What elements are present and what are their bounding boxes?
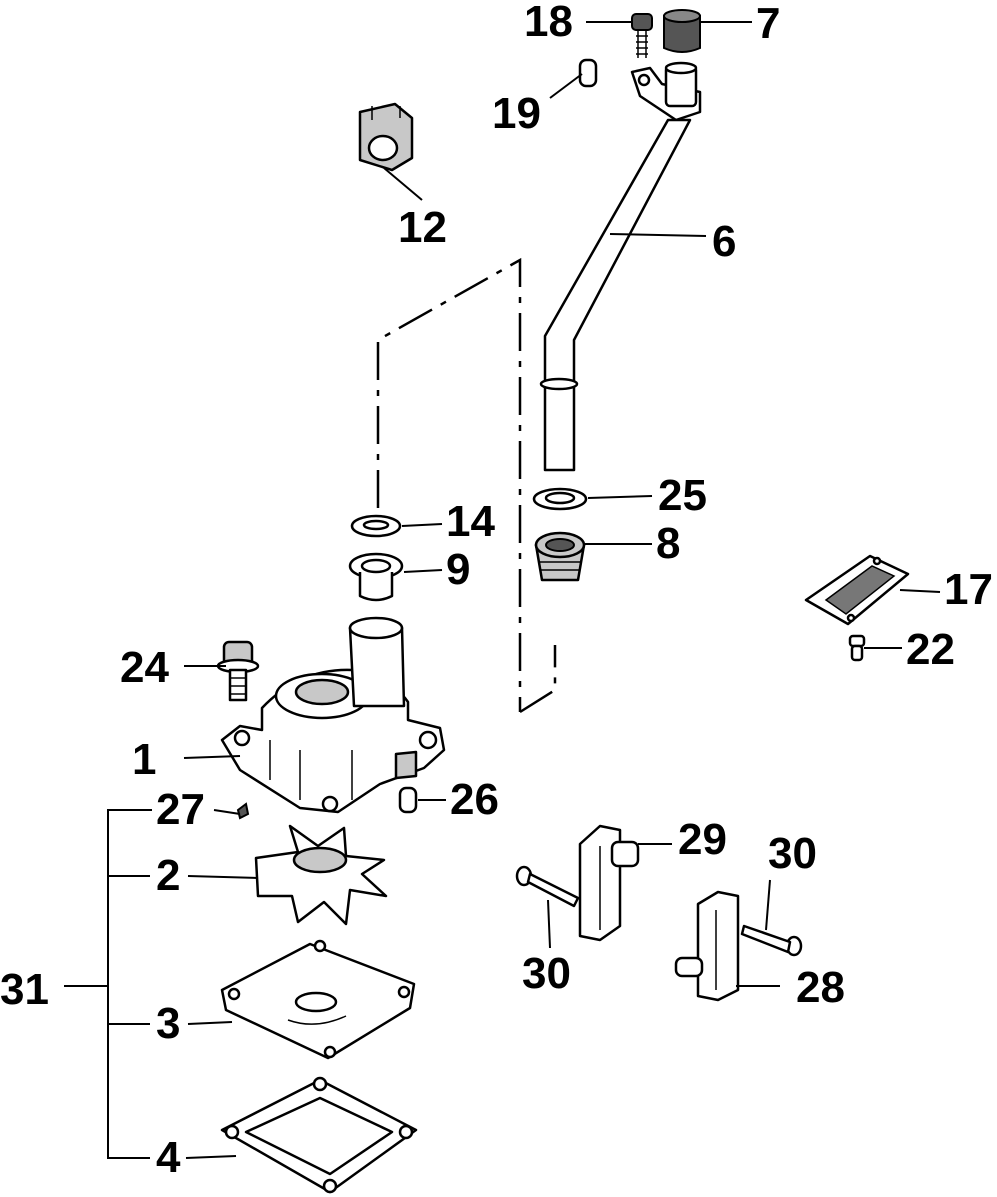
callout-17: 17 — [944, 565, 993, 614]
part-22-screw — [848, 634, 866, 662]
callout-9: 9 — [446, 545, 470, 594]
part-30-screw-b — [740, 924, 803, 957]
part-7-cap — [663, 9, 701, 53]
callout-12: 12 — [398, 203, 447, 252]
callout-2: 2 — [156, 851, 180, 900]
part-27-key — [236, 802, 250, 820]
part-2-impeller — [254, 824, 388, 926]
callout-4: 4 — [156, 1133, 181, 1182]
callout-25: 25 — [658, 471, 707, 520]
callout-3: 3 — [156, 999, 180, 1048]
leader-lines — [64, 21, 941, 1159]
part-3-wear-plate — [220, 939, 416, 1060]
callout-8: 8 — [656, 519, 680, 568]
part-29-bracket — [578, 824, 640, 942]
part-8-grommet — [534, 531, 586, 582]
part-25-seal-washer — [532, 487, 588, 511]
callout-31: 31 — [0, 965, 49, 1014]
part-17-cover-plate — [804, 554, 910, 626]
assembly-guide-lines — [376, 257, 557, 714]
part-1-pump-housing — [220, 616, 446, 814]
callout-6: 6 — [712, 217, 736, 266]
part-24-bolt — [216, 640, 260, 702]
callout-1: 1 — [132, 735, 156, 784]
callout-19: 19 — [492, 89, 541, 138]
part-19-pin — [578, 58, 598, 88]
callout-24: 24 — [120, 643, 169, 692]
callout-29: 29 — [678, 815, 727, 864]
part-18-screw — [631, 13, 653, 58]
callout-28: 28 — [796, 963, 845, 1012]
callout-7: 7 — [756, 0, 780, 48]
callout-30-upper: 30 — [768, 829, 817, 878]
part-6-water-tube — [539, 61, 702, 472]
part-28-bracket — [674, 890, 740, 1002]
callout-14: 14 — [446, 497, 495, 546]
part-12-grommet — [358, 102, 414, 172]
callout-30-lower: 30 — [522, 949, 571, 998]
callout-27: 27 — [156, 785, 205, 834]
part-14-washer — [350, 514, 402, 538]
part-26-dowel-pin — [398, 786, 418, 814]
part-9-collar — [348, 552, 404, 602]
callout-26: 26 — [450, 775, 499, 824]
callout-22: 22 — [906, 625, 955, 674]
part-30-screw-a — [515, 865, 580, 908]
callout-18: 18 — [524, 0, 573, 46]
part-4-gasket — [220, 1076, 418, 1194]
